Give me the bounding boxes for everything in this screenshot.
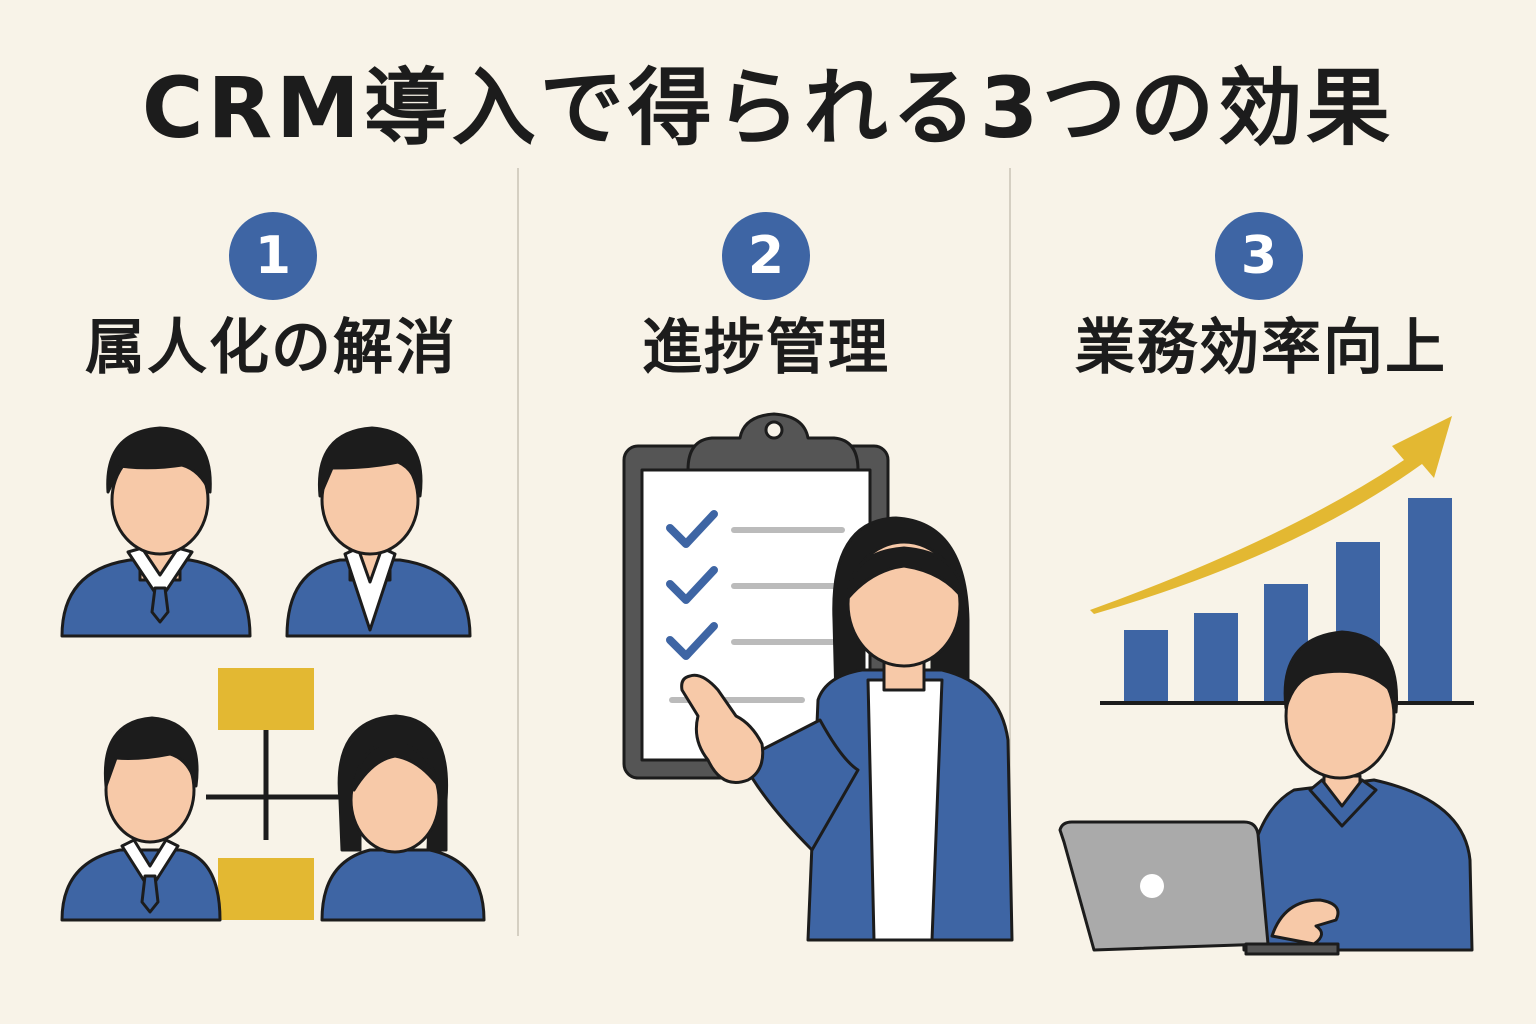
column-divider-1: [517, 168, 519, 936]
effect-column-1: 1 属人化の解消: [0, 0, 512, 1024]
effect-number-badge: 1: [229, 212, 317, 300]
effect-number-badge: 3: [1215, 212, 1303, 300]
effect-heading: 進捗管理: [642, 313, 890, 383]
team-sharing-illustration: [60, 426, 486, 922]
growth-chart-laptop-illustration: [1058, 416, 1474, 956]
effect-heading: 業務効率向上: [1075, 313, 1447, 383]
effect-heading: 属人化の解消: [85, 313, 457, 383]
column-divider-2: [1009, 168, 1011, 936]
effect-column-3: 3 業務効率向上: [1024, 0, 1536, 1024]
clipboard-checklist-illustration: [622, 412, 1014, 942]
page-title: CRM導入で得られる3つの効果: [141, 59, 1395, 157]
effect-column-2: 2 進捗管理: [512, 0, 1024, 1024]
effect-number-badge: 2: [722, 212, 810, 300]
